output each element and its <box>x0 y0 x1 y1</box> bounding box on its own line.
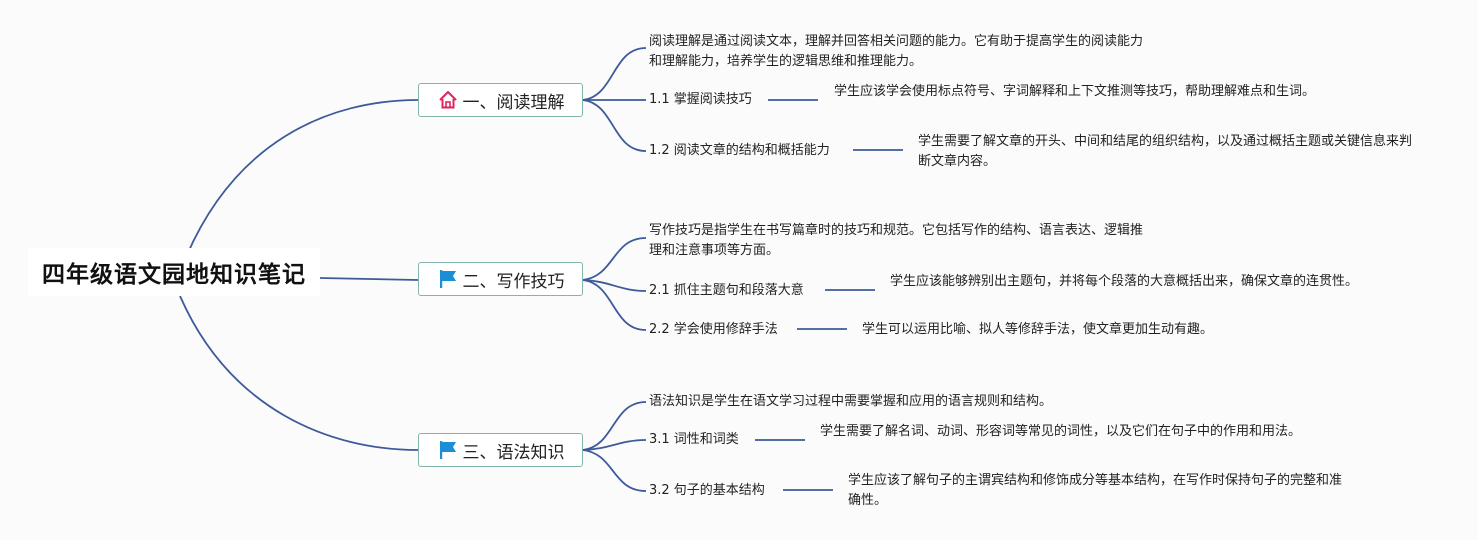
subtopic-label[interactable]: 1.2 阅读文章的结构和概括能力 <box>649 143 830 158</box>
branch-grammar-to-item1 <box>582 439 647 451</box>
root-node[interactable]: 四年级语文园地知识笔记 <box>28 248 320 296</box>
branch-title: 三、语法知识 <box>462 442 565 463</box>
subtopic-label[interactable]: 2.1 抓住主题句和段落大意 <box>649 283 804 298</box>
subtopic-detail: 学生需要了解文章的开头、中间和结尾的组织结构，以及通过概括主题或关键信息来判断文… <box>918 134 1413 169</box>
subtopic-detail: 学生需要了解名词、动词、形容词等常见的词性，以及它们在句子中的作用和用法。 <box>820 424 1302 439</box>
branch-summary: 语法知识是学生在语文学习过程中需要掌握和应用的语言规则和结构。 <box>649 394 1053 409</box>
flag-icon <box>437 439 459 461</box>
branch-node-grammar[interactable]: 三、语法知识 <box>418 433 583 467</box>
root-to-branch-grammar <box>179 295 419 451</box>
subtopic-detail: 学生应该能够辨别出主题句，并将每个段落的大意概括出来，确保文章的连贯性。 <box>890 274 1359 289</box>
branch-writing-to-item2 <box>582 279 647 331</box>
branch-title: 一、阅读理解 <box>462 92 565 113</box>
branch-title: 二、写作技巧 <box>462 271 565 292</box>
branch-summary: 写作技巧是指学生在书写篇章时的技巧和规范。它包括写作的结构、语言表达、逻辑推理和… <box>649 223 1144 258</box>
home-icon <box>437 89 459 111</box>
branch-writing-to-item1 <box>582 279 647 292</box>
root-title: 四年级语文园地知识笔记 <box>42 262 306 288</box>
subtopic-label[interactable]: 2.2 学会使用修辞手法 <box>649 322 778 337</box>
branch-summary: 阅读理解是通过阅读文本，理解并回答相关问题的能力。它有助于提高学生的阅读能力和理… <box>649 34 1144 69</box>
branch-node-writing[interactable]: 二、写作技巧 <box>418 262 583 296</box>
branch-grammar-to-item2 <box>582 449 647 492</box>
branch-grammar-to-summary <box>582 401 647 451</box>
subtopic-detail: 学生应该了解句子的主谓宾结构和修饰成分等基本结构，在写作时保持句子的完整和准确性… <box>848 473 1343 508</box>
branch-node-reading[interactable]: 一、阅读理解 <box>418 83 583 117</box>
subtopic-label[interactable]: 3.1 词性和词类 <box>649 432 739 447</box>
root-to-branch-reading <box>179 99 419 273</box>
flag-icon <box>437 268 459 290</box>
subtopic-detail: 学生应该学会使用标点符号、字词解释和上下文推测等技巧，帮助理解难点和生词。 <box>834 84 1316 99</box>
subtopic-label[interactable]: 1.1 掌握阅读技巧 <box>649 92 752 107</box>
root-to-branch-writing <box>319 277 419 281</box>
subtopic-label[interactable]: 3.2 句子的基本结构 <box>649 483 765 498</box>
branch-reading-to-summary <box>582 47 647 101</box>
subtopic-detail: 学生可以运用比喻、拟人等修辞手法，使文章更加生动有趣。 <box>862 322 1214 337</box>
branch-writing-to-summary <box>582 237 647 281</box>
branch-reading-to-item2 <box>582 99 647 152</box>
